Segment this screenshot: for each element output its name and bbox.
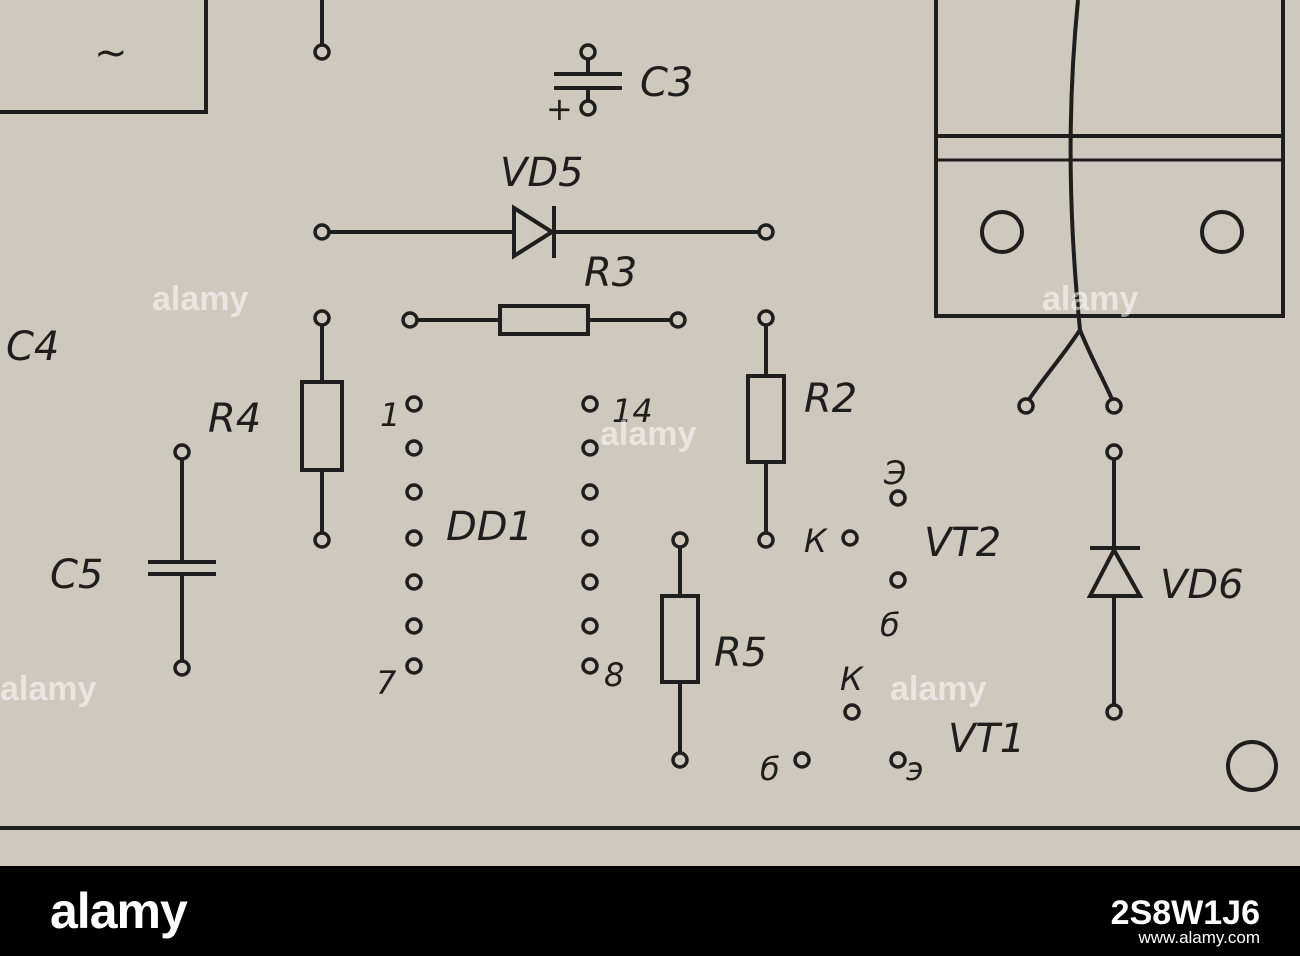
mount-hole-bottom — [1226, 740, 1278, 792]
watermark-text: alamy — [890, 670, 986, 708]
c5-label: C5 — [50, 552, 103, 598]
stock-footer-bar: alamy 2S8W1J6 www.alamy.com — [0, 866, 1300, 956]
r4-resistor-body — [300, 380, 344, 472]
dd1-pad — [581, 395, 599, 413]
dd1-pad — [405, 439, 423, 457]
mount-hole-left — [980, 210, 1024, 254]
site-url: www.alamy.com — [1138, 928, 1260, 947]
ac-symbol-label: ~ — [94, 30, 128, 76]
vd5-label: VD5 — [500, 150, 584, 196]
circuit-board-diagram: ~ C3 + VD5 R3 C4 R4 R2 DD1 C5 R5 VT2 VT1… — [0, 0, 1300, 830]
dd1-label: DD1 — [446, 504, 533, 550]
pad-vd5-right — [757, 223, 775, 241]
dd1-pad — [405, 617, 423, 635]
pad-r4-bottom — [313, 531, 331, 549]
c4-label: C4 — [6, 324, 59, 370]
r3-label: R3 — [584, 250, 637, 296]
dd1-pad — [581, 439, 599, 457]
watermark-text: alamy — [0, 670, 96, 708]
alamy-logo: alamy — [50, 883, 188, 939]
vd5-diode-body — [512, 204, 556, 260]
vt2-collector-label: К — [804, 522, 828, 560]
dd1-pin8-label: 8 — [604, 656, 624, 694]
vt1-pad-e — [889, 751, 907, 769]
vt2-pad-e — [889, 489, 907, 507]
watermark-text: alamy — [152, 280, 248, 318]
watermark-text: alamy — [600, 415, 696, 453]
pad-r5-bottom — [671, 751, 689, 769]
dd1-pad — [581, 529, 599, 547]
dd1-pin1-label: 1 — [380, 396, 400, 434]
image-id: 2S8W1J6 — [1110, 894, 1260, 932]
pad-vd6-top — [1105, 443, 1123, 461]
vt1-emitter-label: э — [906, 750, 924, 788]
dd1-pad — [405, 529, 423, 547]
pad-lead-1 — [1017, 397, 1035, 415]
lead-wire-1 — [1024, 0, 1083, 406]
r4-label: R4 — [208, 396, 261, 442]
dd1-pad — [405, 395, 423, 413]
pad-vd6-bottom — [1105, 703, 1123, 721]
vt1-label: VT1 — [948, 716, 1025, 762]
vt2-emitter-label: Э — [883, 454, 906, 492]
vt1-base-label: б — [760, 750, 780, 788]
connector-block-outline — [934, 0, 1285, 318]
power-block-outline — [0, 0, 208, 114]
pad-r2-bottom — [757, 531, 775, 549]
r3-resistor-body — [498, 304, 590, 336]
vt2-label: VT2 — [924, 520, 1001, 566]
r5-resistor-body — [660, 594, 700, 684]
vt1-pad-k — [843, 703, 861, 721]
pad-c5-bottom — [173, 659, 191, 677]
vd6-label: VD6 — [1160, 562, 1244, 608]
pad-r3-left — [401, 311, 419, 329]
pad-r3-right — [669, 311, 687, 329]
mount-hole-right — [1200, 210, 1244, 254]
vd6-diode-body — [1086, 545, 1144, 598]
vt1-pad-b — [793, 751, 811, 769]
dd1-pad — [405, 483, 423, 501]
pad-top-left — [313, 43, 331, 61]
dd1-pin14-label: 14 — [612, 392, 653, 430]
pad-c5-top — [173, 443, 191, 461]
watermark-text: alamy — [1042, 280, 1138, 318]
pad-c3-bottom — [579, 99, 597, 117]
dd1-pad — [405, 573, 423, 591]
dd1-pad — [405, 657, 423, 675]
pad-r5-top — [671, 531, 689, 549]
c3-label: C3 — [640, 60, 693, 106]
vt2-pad-b — [889, 571, 907, 589]
vt2-base-label: б — [880, 606, 900, 644]
dd1-pad — [581, 657, 599, 675]
dd1-pad — [581, 483, 599, 501]
pad-c3-top — [579, 43, 597, 61]
pad-r4-top — [313, 309, 331, 327]
pad-vd5-left — [313, 223, 331, 241]
pad-lead-2 — [1105, 397, 1123, 415]
r2-label: R2 — [804, 376, 857, 422]
pad-r2-top — [757, 309, 775, 327]
lead-wire-2 — [1078, 329, 1116, 405]
r2-resistor-body — [746, 374, 786, 464]
dd1-pad — [581, 617, 599, 635]
vt1-collector-label: К — [840, 660, 864, 698]
dd1-pin7-label: 7 — [376, 664, 397, 702]
dd1-pad — [581, 573, 599, 591]
c3-polarity-label: + — [546, 90, 573, 128]
schematic-paper: ~ C3 + VD5 R3 C4 R4 R2 DD1 C5 R5 VT2 VT1… — [0, 0, 1300, 866]
r5-label: R5 — [714, 630, 767, 676]
vt2-pad-k — [841, 529, 859, 547]
